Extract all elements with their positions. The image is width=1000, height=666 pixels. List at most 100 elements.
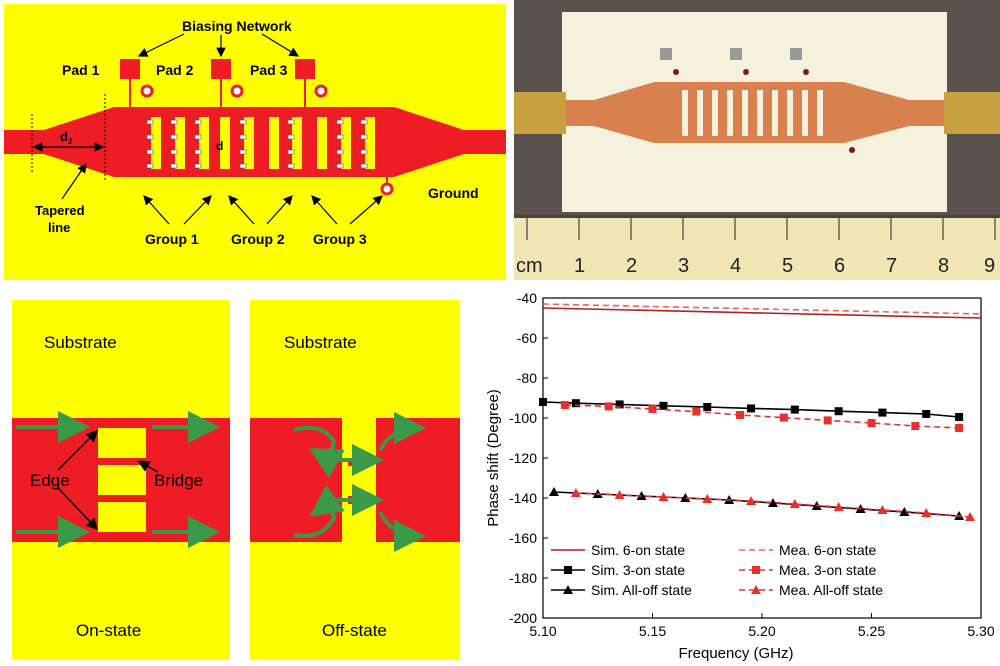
tapered-label-line2: line	[48, 220, 70, 235]
pad-1-label: Pad 1	[62, 62, 100, 78]
off-state-label: Off-state	[322, 621, 387, 640]
ruler	[514, 218, 1000, 280]
data-point	[833, 502, 844, 511]
data-point	[648, 405, 657, 413]
data-point	[767, 498, 778, 507]
via-holes	[140, 84, 394, 196]
series-line	[542, 303, 982, 315]
ruler-num-7: 7	[886, 255, 897, 277]
y-tick-label: -60	[517, 330, 537, 346]
data-point	[899, 507, 910, 516]
layout-diagram: d2 d Biasing Network Pad 1 Pad 2 Pad 3 T…	[4, 4, 506, 280]
data-point	[604, 402, 613, 411]
ruler-num-3: 3	[678, 255, 689, 277]
ruler-num-9: 9	[984, 255, 995, 277]
data-point	[680, 493, 691, 502]
data-point	[703, 403, 712, 411]
series-line	[542, 307, 982, 319]
data-point	[702, 494, 713, 503]
biasing-network-label: Biasing Network	[182, 18, 292, 34]
x-tick-label: 5.10	[529, 623, 556, 639]
copper-line	[564, 82, 944, 143]
data-point	[692, 407, 701, 416]
d2-label: d2	[60, 129, 73, 146]
pad-3-label: Pad 3	[250, 62, 288, 78]
x-tick-label: 5.25	[858, 623, 885, 639]
d-label: d	[216, 139, 223, 153]
legend-item: Sim. 3-on state	[551, 562, 685, 578]
ruler-num-5: 5	[782, 255, 793, 277]
y-tick-label: -100	[509, 410, 537, 426]
ruler-num-2: 2	[626, 255, 637, 277]
off-state-panel: Substrate Off-state	[250, 300, 460, 660]
x-tick-label: 5.30	[967, 623, 994, 639]
photo-slots	[682, 90, 823, 136]
slot-array	[151, 117, 375, 169]
diode-markers	[146, 119, 368, 169]
ruler-unit: cm	[516, 255, 543, 277]
data-point	[834, 407, 843, 416]
ruler-ticks	[526, 218, 996, 240]
data-point	[563, 585, 573, 594]
on-state-panel: Edge Bridge Substrate On-state	[12, 300, 230, 660]
legend-item: Mea. 6-on state	[739, 542, 876, 558]
legend-item: Mea. All-off state	[739, 582, 883, 598]
data-point	[911, 422, 920, 430]
plot-frame	[542, 297, 982, 619]
on-slots	[98, 428, 146, 532]
data-point	[564, 566, 572, 574]
series-5	[570, 488, 976, 521]
series-0	[542, 307, 982, 319]
data-point	[921, 508, 932, 517]
data-point	[614, 490, 625, 499]
bridge-label: Bridge	[154, 471, 203, 490]
tapered-label-line1: Tapered	[35, 203, 85, 218]
data-point	[548, 487, 559, 496]
data-point	[779, 413, 788, 422]
pad-2-label: Pad 2	[156, 62, 194, 78]
sma-connector-right	[944, 92, 1000, 134]
edge-label: Edge	[30, 471, 70, 490]
data-point	[615, 400, 624, 409]
legend-label: Mea. 6-on state	[779, 542, 876, 558]
data-point	[823, 416, 832, 425]
data-point	[955, 413, 964, 421]
y-tick-label: -180	[509, 570, 537, 586]
data-point	[877, 505, 888, 514]
data-point	[659, 401, 668, 410]
on-state-diagram: Edge Bridge Substrate On-state	[12, 300, 230, 660]
photo-vias	[673, 69, 855, 153]
off-current-arrows	[293, 412, 426, 552]
legend-item: Sim. All-off state	[551, 582, 692, 598]
on-state-label: On-state	[76, 621, 141, 640]
current-arrows	[16, 411, 220, 548]
group-3-label: Group 3	[313, 231, 367, 247]
data-point	[922, 410, 931, 418]
ruler-num-1: 1	[574, 255, 585, 277]
data-point	[570, 488, 581, 497]
ruler-num-4: 4	[730, 255, 741, 277]
legend-label: Mea. 3-on state	[779, 562, 876, 578]
off-substrate-label: Substrate	[284, 333, 357, 352]
photo-pads	[660, 48, 802, 60]
x-axis-label: Frequency (GHz)	[678, 645, 793, 662]
photo-panel: cm 1 2 3 4 5 6 7 8 9	[514, 0, 1000, 280]
on-substrate-label: Substrate	[44, 333, 117, 352]
series-3	[542, 303, 982, 315]
data-point	[658, 492, 669, 501]
legend-label: Sim. 6-on state	[591, 542, 685, 558]
legend-item: Sim. 6-on state	[551, 542, 685, 558]
data-point	[751, 585, 761, 594]
group-1-label: Group 1	[145, 231, 199, 247]
ruler-num-8: 8	[938, 255, 949, 277]
data-point	[560, 401, 569, 409]
x-tick-label: 5.15	[639, 623, 666, 639]
layout-panel: d2 d Biasing Network Pad 1 Pad 2 Pad 3 T…	[4, 4, 506, 280]
y-tick-label: -80	[517, 370, 537, 386]
legend-label: Sim. 3-on state	[591, 562, 685, 578]
bias-lines	[129, 79, 306, 107]
ground-label: Ground	[428, 185, 479, 201]
off-slots	[342, 418, 376, 542]
